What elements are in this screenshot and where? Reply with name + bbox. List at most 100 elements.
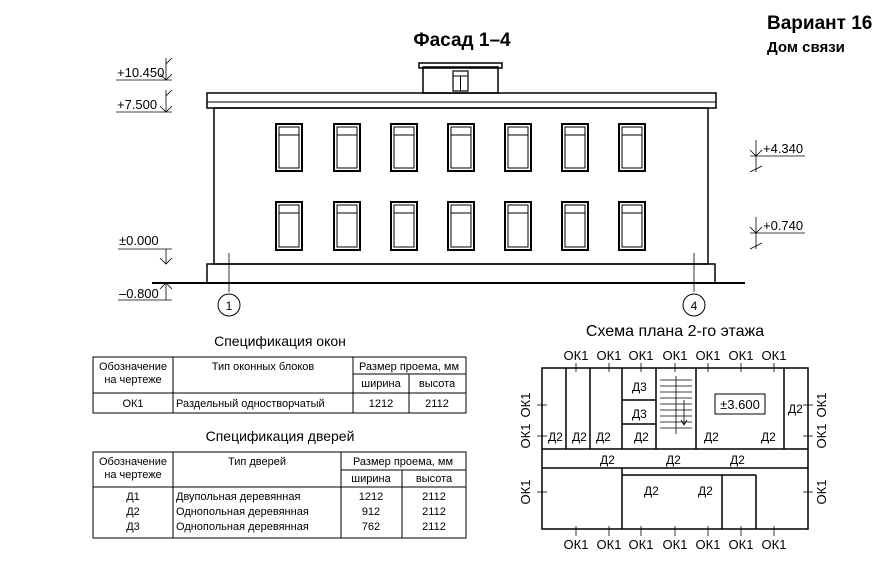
door-row-2-designation: Д2 <box>126 506 140 518</box>
plan-window-left-1: ОК1 <box>518 393 533 418</box>
plan-window-left-3: ОК1 <box>518 480 533 505</box>
door-label-d2-f: Д2 <box>761 430 776 444</box>
door-row-3-type: Однопольная деревянная <box>176 521 309 533</box>
facade-window <box>333 201 361 251</box>
facade-windows <box>275 123 646 251</box>
door-row-1-height: 2112 <box>422 491 446 503</box>
door-label-d3-lower: Д3 <box>632 407 647 421</box>
level-ground: –0.800 <box>119 286 159 301</box>
facade-window <box>561 201 589 251</box>
door-header-designation-1: Обозначение <box>99 456 167 468</box>
stair <box>660 376 692 434</box>
plan-window-top-3: ОК1 <box>629 348 654 363</box>
facade-window <box>275 123 303 172</box>
door-row-2-type: Однопольная деревянная <box>176 506 309 518</box>
facade-window <box>504 201 532 251</box>
facade-title: Фасад 1–4 <box>413 30 511 51</box>
main-wall <box>213 107 709 265</box>
axis-marker-1: 1 <box>217 293 241 317</box>
building-name: Дом связи <box>767 39 845 56</box>
door-label-d2-a: Д2 <box>548 430 563 444</box>
level-marker-cornice <box>116 89 173 113</box>
plan-window-bottom-5: ОК1 <box>696 537 721 552</box>
plan-window-bottom-7: ОК1 <box>762 537 787 552</box>
win-header-height: высота <box>419 378 456 390</box>
door-row-1-type: Двупольная деревянная <box>176 491 300 503</box>
roof-superstructure <box>422 66 499 94</box>
door-header-width: ширина <box>351 473 391 485</box>
door-row-2-width: 912 <box>362 506 380 518</box>
level-zero: ±0.000 <box>119 233 159 248</box>
door-label-d2-h: Д2 <box>600 453 615 467</box>
door-row-1-designation: Д1 <box>126 491 140 503</box>
doors-spec-table <box>92 451 467 539</box>
door-label-d2-g: Д2 <box>788 402 803 416</box>
facade-window <box>618 123 646 172</box>
facade-window <box>333 123 361 172</box>
win-row-designation: ОК1 <box>122 398 143 410</box>
door-header-designation-2: на чертеже <box>104 469 161 481</box>
door-label-d2-i: Д2 <box>666 453 681 467</box>
plinth <box>206 263 716 284</box>
win-row-width: 1212 <box>369 398 393 410</box>
plan-window-bottom-4: ОК1 <box>663 537 688 552</box>
axis-label-4: 4 <box>691 299 698 313</box>
variant-label: Вариант 16 <box>767 13 872 34</box>
door-label-d2-d: Д2 <box>634 430 649 444</box>
plan-level-box <box>714 393 766 415</box>
level-roof-top: +10.450 <box>117 65 164 80</box>
door-label-d2-e: Д2 <box>704 430 719 444</box>
door-label-d2-l: Д2 <box>698 484 713 498</box>
door-row-2-height: 2112 <box>422 506 446 518</box>
axis-label-1: 1 <box>226 299 233 313</box>
facade-window <box>275 201 303 251</box>
plan-window-bottom-6: ОК1 <box>729 537 754 552</box>
win-header-designation-1: Обозначение <box>99 361 167 373</box>
plan-window-bottom-1: ОК1 <box>564 537 589 552</box>
facade-window <box>618 201 646 251</box>
facade-window <box>390 201 418 251</box>
cornice <box>206 92 717 109</box>
door-header-height: высота <box>416 473 453 485</box>
level-marker-first-window <box>749 217 805 250</box>
plan-window-top-4: ОК1 <box>663 348 688 363</box>
door-row-3-height: 2112 <box>422 521 446 533</box>
door-row-3-designation: Д3 <box>126 521 140 533</box>
level-first-window: +0.740 <box>763 218 803 233</box>
facade-window <box>390 123 418 172</box>
level-marker-second-window <box>749 140 805 173</box>
plan-window-bottom-3: ОК1 <box>629 537 654 552</box>
plan-window-top-2: ОК1 <box>597 348 622 363</box>
win-header-designation-2: на чертеже <box>104 374 161 386</box>
door-row-3-width: 762 <box>362 521 380 533</box>
plan-title: Схема плана 2-го этажа <box>586 323 764 340</box>
roof-superstructure-cap <box>418 62 503 69</box>
win-header-width: ширина <box>361 378 401 390</box>
level-marker-roof-top <box>116 57 173 81</box>
plan-window-bottom-2: ОК1 <box>597 537 622 552</box>
win-row-type: Раздельный одностворчатый <box>176 398 325 410</box>
plan-window-top-7: ОК1 <box>762 348 787 363</box>
plan-window-right-3: ОК1 <box>814 480 829 505</box>
plan-window-right-1: ОК1 <box>814 393 829 418</box>
facade-window <box>447 123 475 172</box>
door-label-d2-b: Д2 <box>572 430 587 444</box>
door-label-d3-upper: Д3 <box>632 380 647 394</box>
plan-window-top-5: ОК1 <box>696 348 721 363</box>
plan-level: ±3.600 <box>720 397 760 412</box>
facade-window <box>504 123 532 172</box>
door-header-type: Тип дверей <box>228 456 286 468</box>
level-cornice: +7.500 <box>117 97 157 112</box>
axis-marker-4: 4 <box>682 293 706 317</box>
windows-spec-table <box>92 356 467 414</box>
win-header-type: Тип оконных блоков <box>212 361 315 373</box>
plan-window-top-1: ОК1 <box>564 348 589 363</box>
win-row-height: 2112 <box>425 398 449 410</box>
doors-spec-title: Спецификация дверей <box>206 428 355 444</box>
level-marker-zero <box>118 248 173 265</box>
door-header-size: Размер проема, мм <box>353 456 453 468</box>
win-header-size: Размер проема, мм <box>359 361 459 373</box>
door-row-1-width: 1212 <box>359 491 383 503</box>
